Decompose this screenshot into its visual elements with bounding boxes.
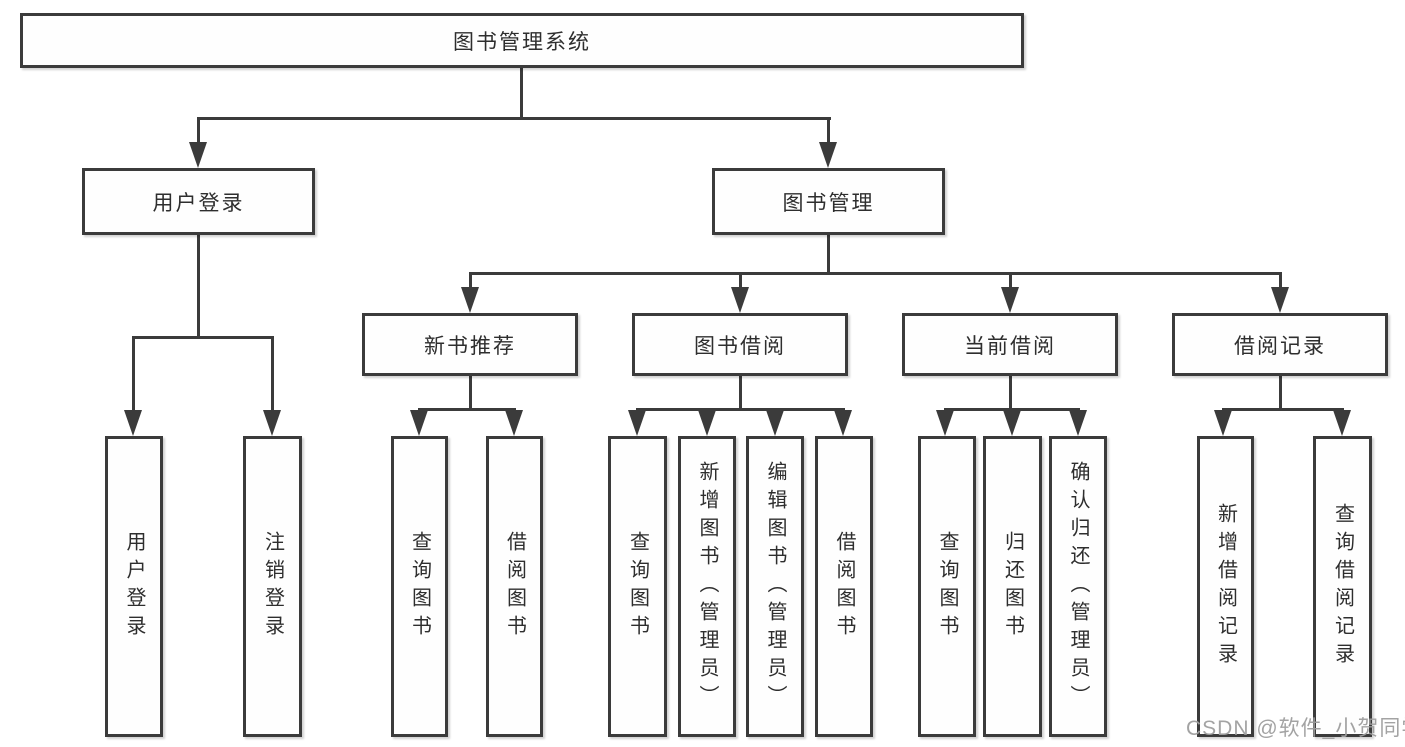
connector-line [1222, 408, 1344, 411]
arrow-down-icon [731, 287, 749, 313]
arrow-down-icon [1001, 287, 1019, 313]
arrow-down-icon [628, 410, 646, 436]
node-add-book-admin: 新增图书（管理员） [678, 436, 736, 737]
arrow-down-icon [819, 142, 837, 168]
node-query-borrow-record: 查询借阅记录 [1313, 436, 1372, 737]
connector-line [739, 272, 742, 294]
node-borrow-books-recommend: 借阅图书 [486, 436, 543, 737]
arrow-down-icon [766, 410, 784, 436]
connector-line [197, 117, 831, 120]
arrow-down-icon [1214, 410, 1232, 436]
connector-line [739, 374, 742, 411]
connector-line [1279, 272, 1282, 294]
connector-line [636, 408, 844, 411]
node-logout: 注销登录 [243, 436, 302, 737]
arrow-down-icon [189, 142, 207, 168]
arrow-down-icon [698, 410, 716, 436]
connector-line [469, 272, 1282, 275]
node-user-login: 用户登录 [82, 168, 315, 235]
node-user-login-leaf: 用户登录 [105, 436, 163, 737]
connector-line [469, 374, 472, 411]
arrow-down-icon [263, 410, 281, 436]
node-library-system: 图书管理系统 [20, 13, 1024, 68]
connector-line [1279, 374, 1282, 411]
connector-line [827, 233, 830, 275]
node-current-borrowing: 当前借阅 [902, 313, 1118, 376]
node-return-books: 归还图书 [983, 436, 1042, 737]
arrow-down-icon [410, 410, 428, 436]
node-query-books-borrowing: 查询图书 [608, 436, 667, 737]
arrow-down-icon [461, 287, 479, 313]
node-query-books-recommend: 查询图书 [391, 436, 448, 737]
arrow-down-icon [124, 410, 142, 436]
arrow-down-icon [1333, 410, 1351, 436]
connector-line [520, 66, 523, 120]
connector-line [1009, 272, 1012, 294]
node-confirm-return-admin: 确认归还（管理员） [1049, 436, 1107, 737]
node-query-books-current: 查询图书 [918, 436, 976, 737]
node-book-borrowing: 图书借阅 [632, 313, 848, 376]
arrow-down-icon [1069, 410, 1087, 436]
node-book-management: 图书管理 [712, 168, 945, 235]
connector-line [132, 336, 274, 339]
arrow-down-icon [1271, 287, 1289, 313]
arrow-down-icon [505, 410, 523, 436]
connector-line [469, 272, 472, 294]
arrow-down-icon [834, 410, 852, 436]
connector-line [827, 117, 830, 146]
connector-line [197, 233, 200, 339]
connector-line [1009, 374, 1012, 411]
connector-line [197, 117, 200, 146]
node-add-borrow-record: 新增借阅记录 [1197, 436, 1254, 737]
node-borrow-books-borrowing: 借阅图书 [815, 436, 873, 737]
node-new-book-recommendation: 新书推荐 [362, 313, 578, 376]
node-borrowing-records: 借阅记录 [1172, 313, 1388, 376]
arrow-down-icon [936, 410, 954, 436]
connector-line [418, 408, 516, 411]
arrow-down-icon [1003, 410, 1021, 436]
connector-line [132, 336, 135, 414]
node-edit-book-admin: 编辑图书（管理员） [746, 436, 804, 737]
csdn-watermark: CSDN @软件_小贺同学 [1186, 717, 1405, 740]
connector-line [271, 336, 274, 414]
